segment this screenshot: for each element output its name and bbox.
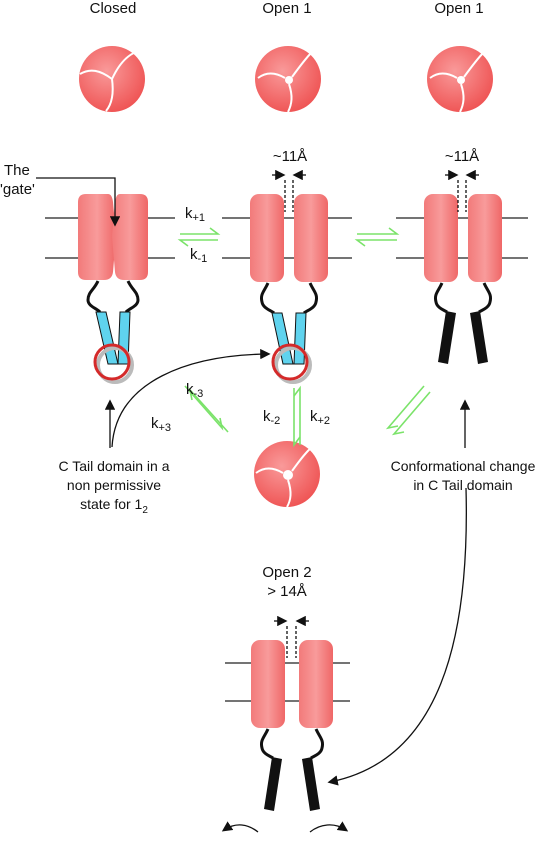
gate-pointer — [36, 177, 121, 227]
rate-k-plus-2: k+2 — [310, 408, 331, 427]
channel-open1-a — [250, 169, 328, 384]
header-closed: Closed — [89, 0, 137, 17]
gate-label-line1: The — [4, 162, 30, 179]
pore-top-view-open1-b — [427, 46, 493, 113]
rate-k-plus-1: k+1 — [185, 205, 206, 224]
equilibrium-arrow-open1-open2 — [385, 385, 431, 436]
open2-label: Open 2 — [262, 564, 312, 581]
rate-k-minus-3: k-3 — [186, 381, 204, 400]
gate-label-line2: 'gate' — [0, 181, 35, 198]
header-open1-b: Open 1 — [434, 0, 484, 17]
annotation-arrows — [104, 348, 471, 786]
left-annotation: C Tail domain in a non permissive state … — [38, 457, 190, 520]
equilibrium-arrow-k1 — [177, 227, 221, 247]
pore-top-view-closed — [79, 46, 145, 112]
equilibrium-arrow-k3 — [184, 385, 229, 433]
right-annotation-line2: in C Tail domain — [413, 477, 513, 493]
rate-k-plus-3: k+3 — [151, 415, 172, 434]
rate-k-minus-2: k-2 — [263, 408, 281, 427]
channel-open1-b — [424, 169, 502, 364]
equilibrium-arrow-k2 — [293, 385, 301, 448]
header-open1-a: Open 1 — [262, 0, 312, 17]
right-annotation: Conformational change in C Tail domain — [378, 457, 548, 495]
right-annotation-line1: Conformational change — [390, 458, 536, 474]
pore-top-view-open1-a — [255, 46, 321, 113]
left-annotation-line3: state for 12 — [80, 496, 148, 516]
channel-closed — [78, 194, 148, 384]
pore-top-view-open2 — [254, 441, 320, 508]
distance-label-open1-b: ~11Å — [444, 148, 480, 165]
left-annotation-line2: non permissive — [66, 477, 162, 493]
left-annotation-line1: C Tail domain in a — [58, 458, 170, 474]
channel-open2 — [221, 615, 349, 833]
rate-k-minus-1: k-1 — [190, 246, 208, 265]
open2-distance-label: > 14Å — [267, 583, 307, 600]
equilibrium-arrow-open1-open1 — [354, 227, 400, 247]
distance-label-open1-a: ~11Å — [272, 148, 308, 165]
